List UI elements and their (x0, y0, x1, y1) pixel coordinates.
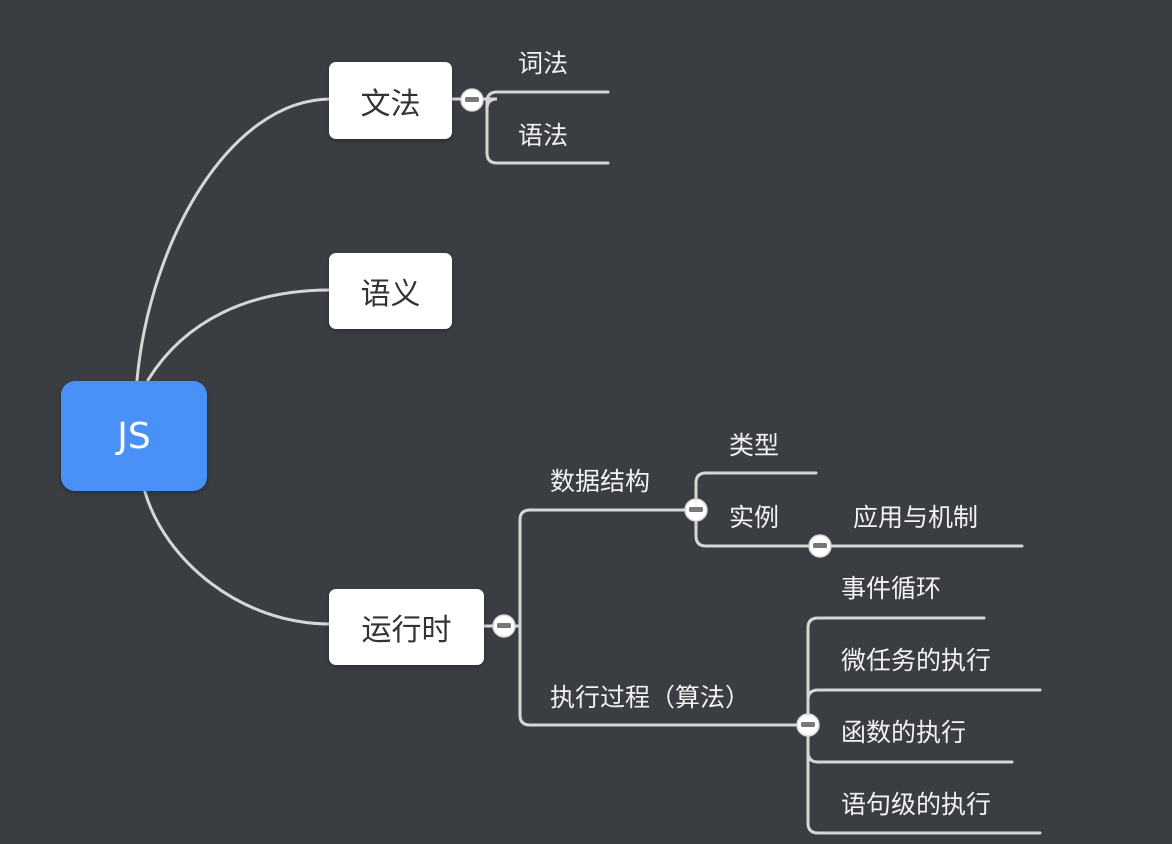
subtopic-event-loop[interactable]: 事件循环 (841, 574, 942, 603)
connector-zhixing-weirenwu (806, 688, 1042, 727)
subtopic-microtask-execution[interactable]: 微任务的执行 (841, 646, 992, 675)
minus-circle-icon[interactable] (684, 498, 708, 522)
root-node-label: JS (117, 415, 151, 457)
subtopic-instances[interactable]: 实例 (729, 503, 780, 532)
minus-circle-icon[interactable] (808, 534, 832, 558)
subtopic-lexical[interactable]: 词法 (518, 49, 569, 78)
subtopic-syntax[interactable]: 语法 (518, 121, 569, 150)
topic-node-runtime[interactable]: 运行时 (329, 589, 484, 665)
connector-shujujiegou-leixing (694, 471, 818, 512)
topic-label: 语义 (360, 277, 421, 312)
topic-label: 文法 (360, 86, 421, 122)
connector-root-yuyi (146, 288, 332, 382)
minus-circle-icon[interactable] (492, 614, 516, 638)
connector-root-yunxingshi (143, 490, 332, 626)
minus-circle-icon[interactable] (460, 88, 484, 112)
topic-node-semantics[interactable]: 语义 (329, 253, 452, 329)
topic-label: 运行时 (361, 613, 452, 648)
connector-shujujiegou-shili (694, 508, 810, 548)
subtopic-application-mechanism[interactable]: 应用与机制 (853, 503, 979, 532)
connector-zhixing-yuju (806, 723, 1042, 835)
subtopic-types[interactable]: 类型 (729, 431, 780, 460)
connector-yunxingshi-shujujiegou (518, 508, 687, 628)
topic-node-grammar[interactable]: 文法 (329, 62, 452, 139)
connector-root-wenfa (135, 97, 332, 382)
connector-wenfa-yufa (485, 97, 610, 165)
connector-wenfa-cifa (480, 90, 610, 110)
subtopic-function-execution[interactable]: 函数的执行 (841, 718, 967, 747)
connector-zhixing-shijianxunhuan (806, 616, 986, 727)
connector-yunxingshi-zhixingguocheng (518, 624, 798, 727)
subtopic-statement-execution[interactable]: 语句级的执行 (841, 790, 992, 819)
root-node[interactable]: JS (61, 381, 207, 491)
subtopic-data-structure[interactable]: 数据结构 (550, 467, 651, 496)
subtopic-execution-process[interactable]: 执行过程（算法） (550, 683, 751, 712)
minus-circle-icon[interactable] (796, 713, 820, 737)
